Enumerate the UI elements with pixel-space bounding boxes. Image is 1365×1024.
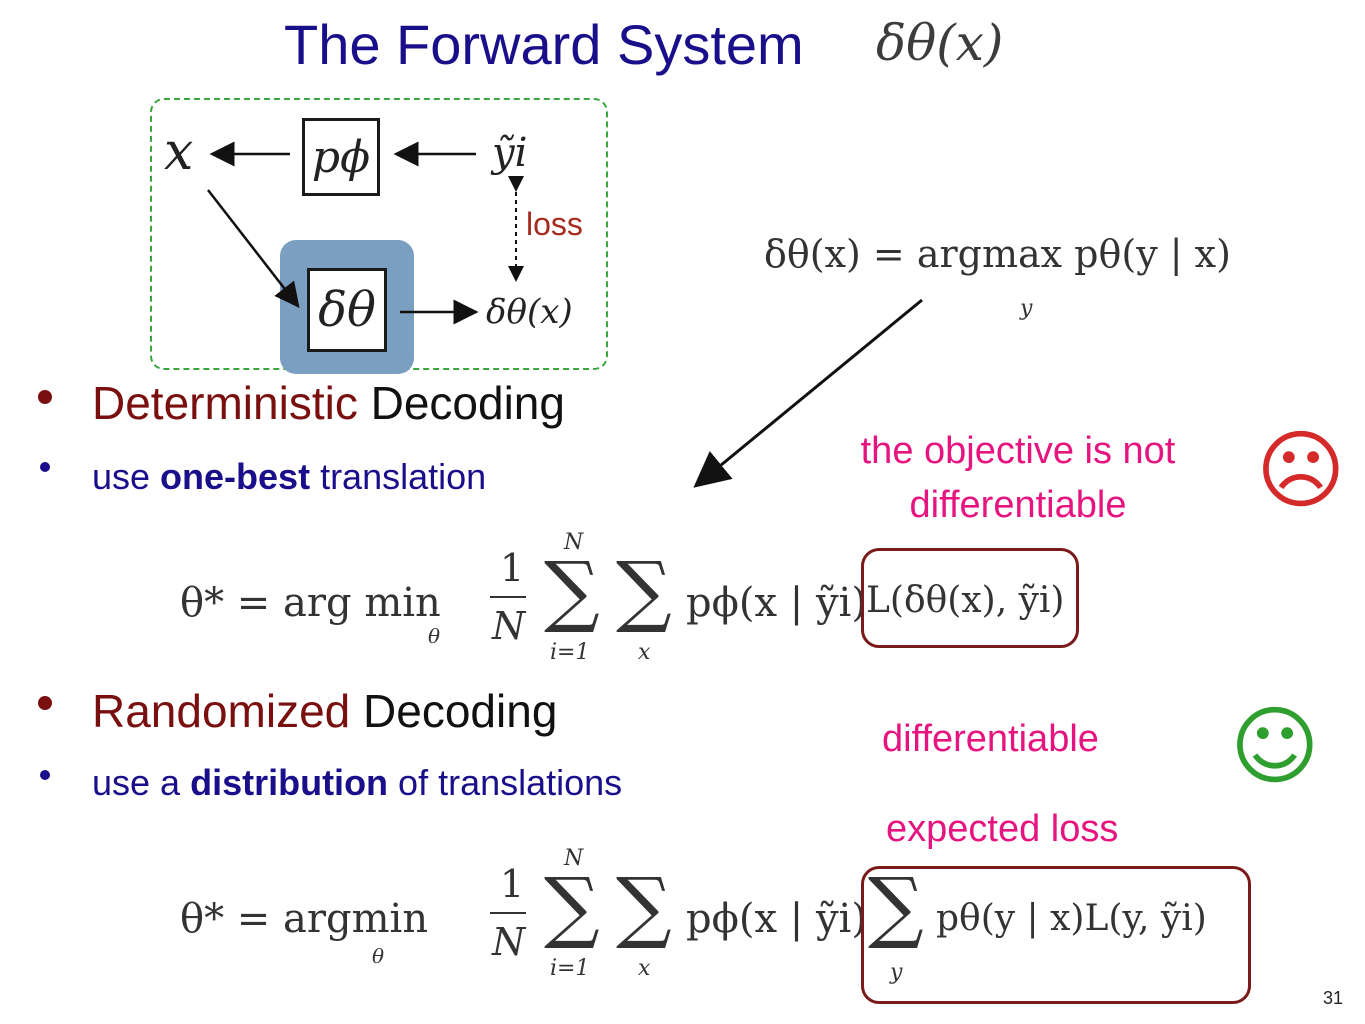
randomized-heading: Randomized Decoding <box>92 684 557 738</box>
det-sub-prefix: use <box>92 456 161 497</box>
diagram-y-tilde-label: ỹi <box>492 130 528 176</box>
title-math: δθ(x) <box>876 14 1004 72</box>
rand-eq-frac-bar <box>490 912 526 914</box>
det-eq-boxed: L(δθ(x), ỹi) <box>866 580 1065 621</box>
expected-loss-annotation: expected loss <box>886 808 1119 850</box>
rand-sub-suffix: of translations <box>388 762 623 803</box>
rand-eq-lhs: θ* = argmin <box>180 896 429 942</box>
det-eq-sum1: ∑ <box>544 546 600 636</box>
bullet-randomized <box>38 696 52 710</box>
det-eq-sum-bottom: i=1 <box>550 640 590 665</box>
rand-eq-boxed: pθ(y | x)L(y, ỹi) <box>936 898 1207 939</box>
det-eq-lhs: θ* = arg min <box>180 580 441 626</box>
argmax-equation: δθ(x) = argmax pθ(y | x) <box>764 232 1231 276</box>
det-eq-sum2: ∑ <box>616 546 672 636</box>
rand-eq-sum2-bottom: x <box>638 956 651 981</box>
rand-eq-highlight-box <box>861 866 1251 1004</box>
arrow-x-to-delta <box>207 189 300 308</box>
det-eq-sum2-bottom: x <box>638 640 651 665</box>
det-eq-frac-bar <box>490 596 526 598</box>
randomized-heading-rest: Decoding <box>350 685 558 737</box>
randomized-heading-colored: Randomized <box>92 685 351 737</box>
bullet-one-best <box>40 462 50 472</box>
rand-eq-sum1: ∑ <box>544 862 600 952</box>
diagram-x-label: x <box>164 122 194 182</box>
deterministic-subbullet: use one-best translation <box>92 456 486 498</box>
det-eq-mid: pϕ(x | ỹi) <box>686 580 867 626</box>
rand-eq-sum-top: N <box>564 846 584 871</box>
differentiable-annotation: differentiable <box>882 718 1099 760</box>
diagram-arrows <box>207 141 524 325</box>
deterministic-heading-rest: Decoding <box>357 377 565 429</box>
det-eq-sum-top: N <box>564 530 584 555</box>
rand-eq-sum3: ∑ <box>868 862 924 952</box>
rand-eq-sum2: ∑ <box>616 862 672 952</box>
rand-eq-frac-den: N <box>492 920 526 964</box>
diagram-delta-box: δθ <box>307 268 387 352</box>
rand-sub-bold: distribution <box>190 762 389 803</box>
sad-face-icon: ☹ <box>1256 421 1346 521</box>
diagram-delta-label: δθ <box>318 282 376 338</box>
bullet-deterministic <box>38 390 52 404</box>
randomized-subbullet: use a distribution of translations <box>92 762 622 804</box>
page-number: 31 <box>1322 988 1343 1008</box>
argmax-subscript: y <box>1020 296 1033 321</box>
det-eq-frac-num: 1 <box>500 546 525 590</box>
forward-system-diagram: x pϕ ỹi loss δθ δθ(x) <box>150 98 608 374</box>
rand-eq-frac-num: 1 <box>500 862 525 906</box>
diagram-delta-x-label: δθ(x) <box>486 292 573 332</box>
rand-eq-boxed-sum-bottom: y <box>890 960 903 985</box>
det-eq-frac-den: N <box>492 604 526 648</box>
rand-eq-under: θ <box>372 944 385 968</box>
diagram-loss-label: loss <box>526 206 583 242</box>
det-eq-under: θ <box>428 624 441 648</box>
slide-title: The Forward System <box>284 13 804 76</box>
bullet-distribution <box>40 770 50 780</box>
diagram-p-phi-box: pϕ <box>302 118 380 196</box>
det-eq-highlight-box <box>861 548 1079 648</box>
deterministic-heading: Deterministic Decoding <box>92 376 565 430</box>
diagram-p-phi-label: pϕ <box>311 131 371 183</box>
det-sub-suffix: translation <box>310 456 487 497</box>
happy-face-icon: ☺ <box>1230 697 1320 797</box>
deterministic-heading-colored: Deterministic <box>92 377 358 429</box>
rand-eq-mid: pϕ(x | ỹi) <box>686 896 867 942</box>
det-sub-bold: one-best <box>160 456 311 497</box>
rand-eq-sum-bottom: i=1 <box>550 956 590 981</box>
not-differentiable-annotation: the objective is not differentiable <box>860 430 1176 526</box>
rand-sub-prefix: use a <box>92 762 191 803</box>
